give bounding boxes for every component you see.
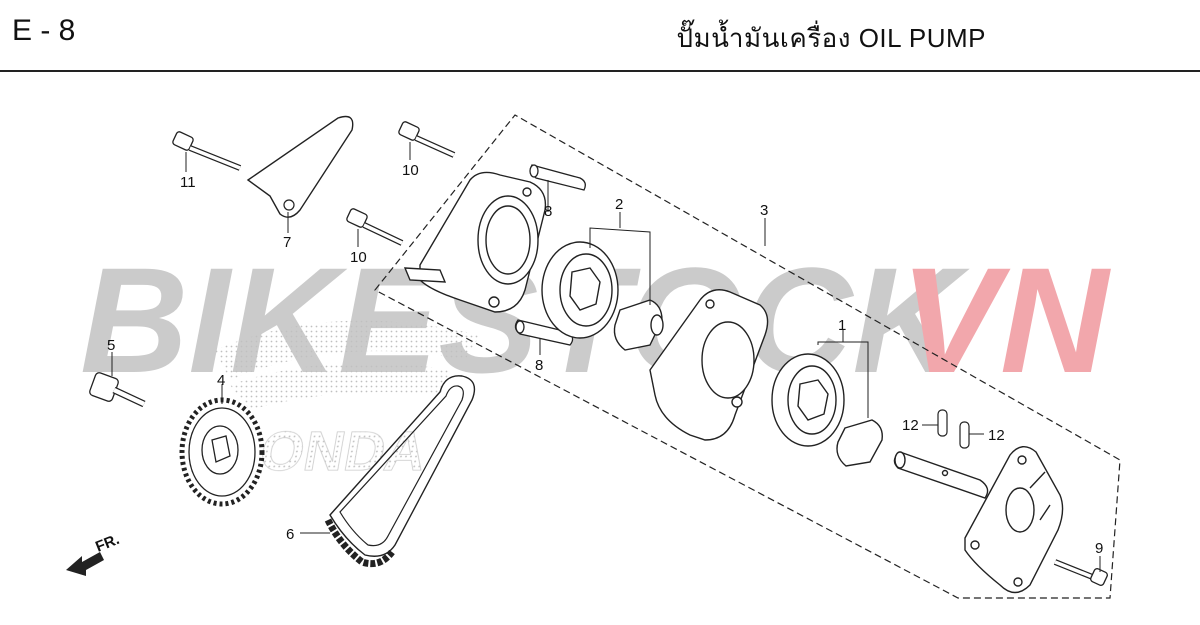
assembly-boundary [374, 114, 1121, 599]
bolt-10-upper [398, 121, 456, 158]
bolt-9 [1053, 559, 1108, 586]
callout-4: 4 [217, 372, 225, 389]
watermark-text-red: VN [900, 236, 1111, 404]
front-direction-marker: FR. [66, 531, 122, 576]
page-title: ปั๊มน้ำมันเครื่อง OIL PUMP [676, 23, 986, 53]
rotor-set-1 [771, 353, 883, 467]
callout-7: 7 [283, 234, 291, 251]
bolt-11 [172, 131, 242, 171]
pump-shaft [893, 451, 989, 499]
drive-chain-6 [324, 375, 476, 568]
drive-sprocket-4 [179, 397, 265, 507]
flange-bolt-5 [89, 372, 146, 408]
honda-wing-logo [215, 320, 480, 410]
pump-cover [964, 446, 1064, 594]
front-direction-label: FR. [93, 531, 122, 556]
callout-10-lower: 10 [350, 249, 367, 266]
pump-body-housing [403, 171, 547, 313]
callout-8-lower: 8 [535, 357, 543, 374]
callout-3: 3 [760, 202, 768, 219]
chain-guide-plate-7 [246, 115, 354, 218]
callout-6: 6 [286, 526, 294, 543]
pin-12-right [959, 421, 970, 449]
pump-middle-housing [649, 289, 769, 441]
callout-5: 5 [107, 337, 115, 354]
callout-12-left: 12 [902, 417, 919, 434]
callout-1: 1 [838, 317, 846, 334]
page-header: E - 8 ปั๊มน้ำมันเครื่อง OIL PUMP [0, 0, 1200, 72]
callout-10-upper: 10 [402, 162, 419, 179]
pin-12-left [937, 409, 948, 437]
bolt-10-lower [346, 208, 404, 246]
parts-diagram: BIKESTOCK VN HONDA [0, 72, 1200, 625]
rotor-set-2 [541, 241, 664, 351]
front-arrow-icon [66, 552, 104, 576]
callout-2: 2 [615, 196, 623, 213]
callout-11: 11 [180, 174, 196, 191]
callout-12-right: 12 [988, 427, 1005, 444]
page-code: E - 8 [12, 14, 76, 47]
callout-8-upper: 8 [544, 203, 552, 220]
dowel-pin-8-upper [529, 164, 586, 191]
callout-9: 9 [1095, 540, 1103, 557]
